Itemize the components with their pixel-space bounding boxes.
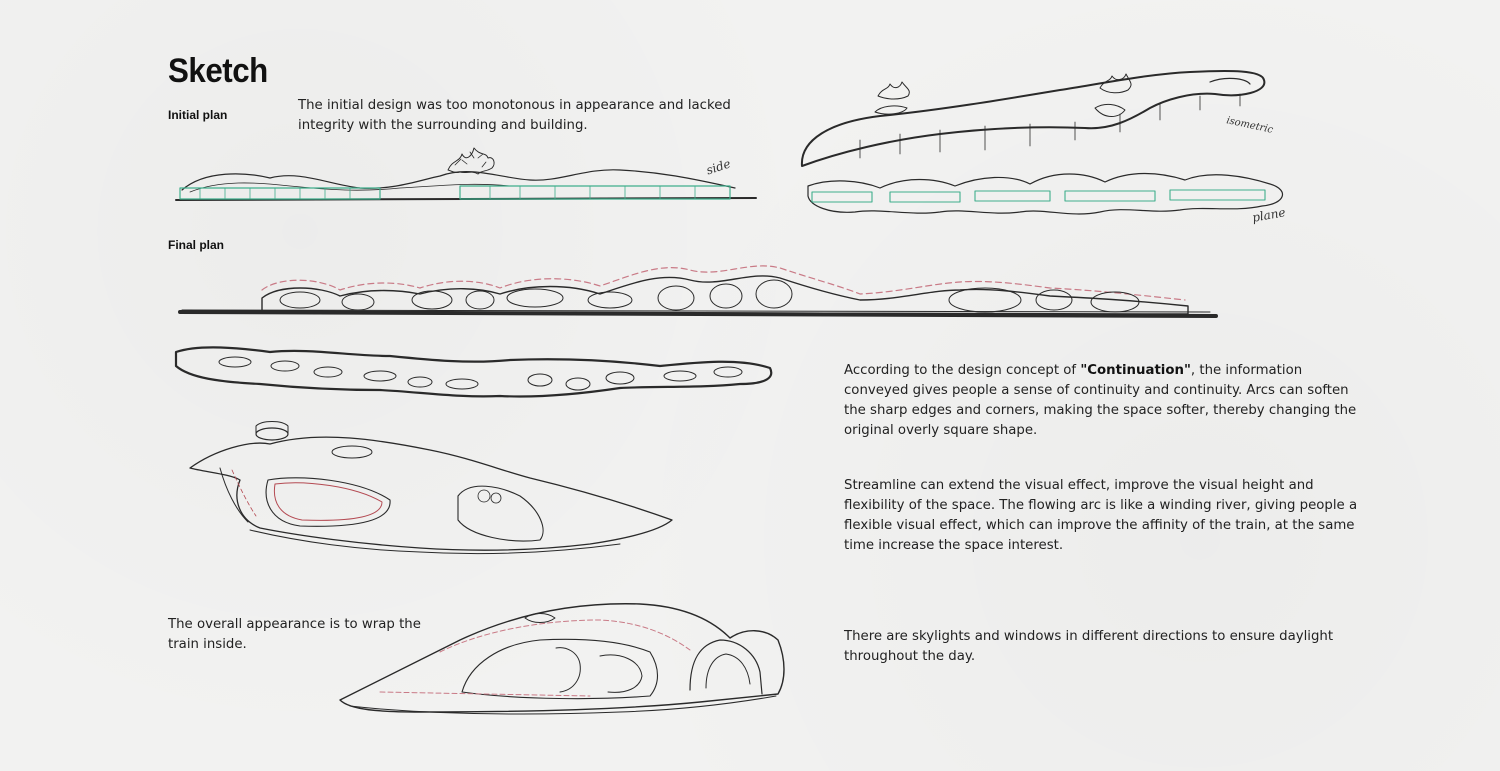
initial-plan-text: The initial design was too monotonous in… xyxy=(298,98,731,133)
page-title: Sketch xyxy=(168,52,268,90)
wrap-paragraph: The overall appearance is to wrap the tr… xyxy=(168,617,421,652)
skylight-paragraph: There are skylights and windows in diffe… xyxy=(844,629,1334,664)
concept-text-suffix: , the information conveyed gives people … xyxy=(844,363,1357,438)
initial-plan-label: Initial plan xyxy=(168,108,228,122)
isometric-sketch xyxy=(800,69,1266,167)
plane-sketch xyxy=(807,172,1283,215)
initial-side-elevation-sketch xyxy=(175,147,757,201)
concept-paragraph: According to the design concept of "Cont… xyxy=(844,361,1364,441)
perspective-sketch-2 xyxy=(339,603,785,715)
perspective-sketch-1 xyxy=(189,421,673,555)
final-plan-elevation-sketch xyxy=(178,265,1218,318)
concept-text-prefix: According to the design concept of xyxy=(844,363,1081,378)
streamline-paragraph: Streamline can extend the visual effect,… xyxy=(844,478,1358,553)
concept-keyword: "Continuation" xyxy=(1080,363,1191,378)
final-plan-top-view-sketch xyxy=(174,346,773,398)
final-plan-label: Final plan xyxy=(168,238,225,252)
